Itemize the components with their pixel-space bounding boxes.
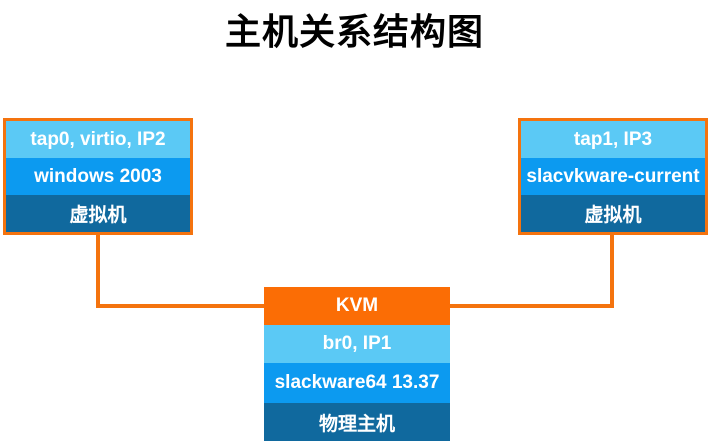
host-row-bridge: br0, IP1 [264, 325, 450, 363]
vm2-row-os: slacvkware-current [521, 158, 705, 195]
connector-vm2-horizontal-line [450, 304, 614, 308]
connector-vm1-horizontal-line [96, 304, 264, 308]
node-physical-host-kvm: KVM br0, IP1 slackware64 13.37 物理主机 [264, 287, 450, 441]
vm1-row-os: windows 2003 [6, 158, 190, 195]
diagram-title: 主机关系结构图 [224, 11, 484, 52]
vm1-row-interface: tap0, virtio, IP2 [6, 121, 190, 158]
vm2-row-interface: tap1, IP3 [521, 121, 705, 158]
connector-vm1-vertical-line [96, 233, 100, 308]
host-row-role: 物理主机 [264, 403, 450, 441]
node-vm-slackware-current: tap1, IP3 slacvkware-current 虚拟机 [518, 118, 708, 235]
host-row-hypervisor: KVM [264, 287, 450, 325]
connector-vm2-vertical-line [610, 233, 614, 308]
vm1-row-role: 虚拟机 [6, 195, 190, 232]
vm2-row-role: 虚拟机 [521, 195, 705, 232]
host-row-os: slackware64 13.37 [264, 363, 450, 403]
node-vm-windows2003: tap0, virtio, IP2 windows 2003 虚拟机 [3, 118, 193, 235]
